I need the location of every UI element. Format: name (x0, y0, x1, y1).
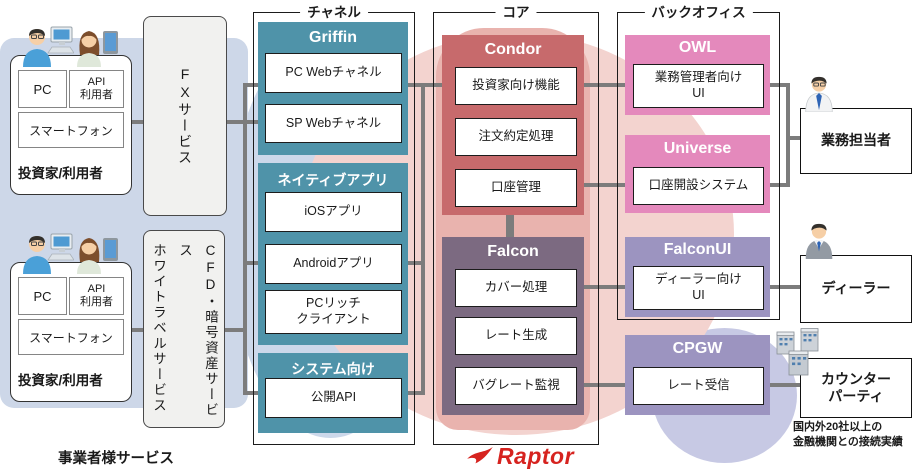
raptor-logo-text: Raptor (496, 442, 575, 469)
counterparty-note: 国内外20社以上の 金融機関との接続実績 (793, 421, 903, 448)
actor-box-staff: 業務担当者 (800, 108, 912, 174)
connector-account-universe (575, 183, 633, 187)
woman-tablet-icon (77, 31, 118, 67)
connector-condor-falcon (506, 215, 514, 237)
core-container: コア (433, 3, 599, 445)
group-system-title: システム向け (291, 361, 375, 377)
device-box-pc: PC (18, 277, 67, 315)
leaf-rate-generation: レート生成 (455, 317, 577, 355)
device-box-smartphone: スマートフォン (18, 112, 124, 148)
group-native-app-title: ネイティブアプリ (277, 172, 389, 188)
connector-android-midbus (400, 261, 425, 265)
connector-investor-owl (575, 83, 633, 87)
services-caption: 事業者様サービス (58, 451, 174, 467)
woman-tablet-icon (77, 238, 118, 274)
group-universe-title: Universe (663, 140, 732, 157)
dealer-icon (805, 223, 833, 259)
leaf-admin-ui: 業務管理者向け UI (633, 64, 764, 108)
leaf-pc-rich-client: PCリッチ クライアント (265, 290, 402, 334)
core-title: コア (495, 3, 537, 23)
leaf-investor-functions: 投資家向け機能 (455, 67, 577, 105)
office-worker-icon (805, 76, 833, 112)
backoffice-title: バックオフィス (644, 3, 753, 23)
group-falconui-title: FalconUI (663, 241, 732, 258)
leaf-account-opening: 口座開設システム (633, 167, 764, 205)
connector-cover-falconui (575, 285, 633, 289)
device-box-pc: PC (18, 70, 67, 108)
service-box-cfd: CFD・暗号資産サービス ホワイトラベルサービス (143, 230, 225, 428)
group-condor-title: Condor (484, 41, 542, 58)
leaf-ios-app: iOSアプリ (265, 192, 402, 232)
actor-box-dealer: ディーラー (800, 255, 912, 323)
user-group-label: 投資家/利用者 (18, 373, 103, 388)
man-computer-icon (23, 233, 74, 274)
service-fx-label: FXサービス (177, 66, 193, 166)
leaf-sp-web-channel: SP Webチャネル (265, 104, 402, 143)
leaf-dealer-ui: ディーラー向け UI (633, 266, 764, 310)
group-cpgw-title: CPGW (672, 340, 723, 357)
connector-bus-android (243, 261, 265, 265)
device-box-smartphone: スマートフォン (18, 319, 124, 355)
connector-bus-api (243, 391, 265, 395)
connector-bracket-vertical (786, 83, 790, 187)
user-group-label: 投資家/利用者 (18, 166, 103, 181)
leaf-order-execution: 注文約定処理 (455, 118, 577, 156)
leaf-android-app: Androidアプリ (265, 244, 402, 284)
connector-left-bus (243, 83, 247, 395)
connector-cfd-bus (223, 328, 247, 332)
leaf-rate-reception: レート受信 (633, 367, 764, 405)
connector-owl-bracket (762, 83, 790, 87)
leaf-bugrate-monitoring: バグレート監視 (455, 367, 577, 405)
group-owl-title: OWL (678, 39, 717, 56)
channel-title: チャネル (300, 3, 368, 23)
connector-falconui-dealer (762, 285, 802, 289)
leaf-cover-processing: カバー処理 (455, 269, 577, 307)
actor-box-counterparty: カウンター パーティ (800, 358, 912, 418)
connector-universe-bracket (762, 183, 790, 187)
raptor-bird-icon (467, 446, 493, 464)
channel-container: チャネル (253, 3, 415, 445)
connector-mid-bus (421, 83, 425, 395)
device-box-api: API 利用者 (69, 277, 124, 315)
leaf-account-management: 口座管理 (455, 169, 577, 207)
device-box-api: API 利用者 (69, 70, 124, 108)
group-falcon-title: Falcon (487, 243, 539, 260)
leaf-public-api: 公開API (265, 378, 402, 418)
service-box-fx: FXサービス (143, 16, 227, 216)
connector-pcweb-condor (400, 83, 455, 87)
connector-users2-cfd (128, 328, 143, 332)
connector-bracket-staff (786, 136, 802, 140)
connector-api-midbus (400, 391, 425, 395)
group-griffin-title: Griffin (309, 29, 357, 46)
connector-users1-fx (128, 120, 143, 124)
raptor-logo: Raptor (440, 441, 600, 471)
man-computer-icon (23, 26, 74, 67)
service-cfd-label: CFD・暗号資産サービス ホワイトラベルサービス (151, 243, 218, 418)
buildings-icon (776, 328, 819, 376)
connector-bus-pcweb (243, 83, 265, 87)
connector-cpgw-counterparty (762, 383, 802, 387)
backoffice-container: バックオフィス (617, 3, 780, 320)
connector-rate-cpgw (575, 383, 633, 387)
leaf-pc-web-channel: PC Webチャネル (265, 53, 402, 93)
